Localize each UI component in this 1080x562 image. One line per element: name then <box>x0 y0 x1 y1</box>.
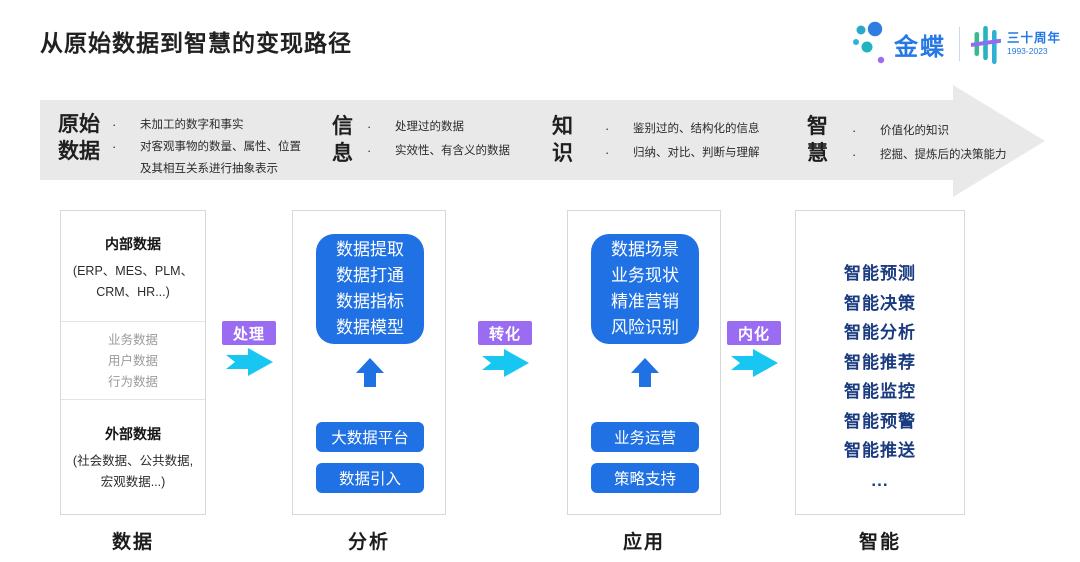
brand-name: 金蝶 <box>894 33 946 61</box>
stage-title-line: 信 <box>332 115 353 138</box>
bullet-dot: · <box>852 123 857 138</box>
stage-title-line: 智 <box>807 115 828 138</box>
transform-label: 转化 <box>478 321 532 345</box>
right-arrow-icon <box>731 349 778 377</box>
stage-bullets-information: · 处理过的数据 · 实效性、有含义的数据 <box>367 116 510 162</box>
bullet-item: · 未加工的数字和事实 <box>112 114 303 136</box>
card-line: 数据打通 <box>336 266 404 285</box>
dikw-band-arrowhead-icon <box>953 85 1045 197</box>
bullet-dot: · <box>852 147 857 162</box>
column-footer-intelligence: 智能 <box>858 532 901 553</box>
up-arrow-icon <box>631 358 659 387</box>
card-line: 数据模型 <box>336 318 404 337</box>
anniversary-label: 三十周年 <box>1007 31 1062 46</box>
bullet-item: · 对客观事物的数量、属性、位置及其相互关系进行抽象表示 <box>112 136 303 180</box>
column-footer-analysis: 分析 <box>347 532 390 553</box>
bullet-dot: · <box>605 145 610 160</box>
up-arrow-icon <box>356 358 384 387</box>
middle-data-section: 业务数据 用户数据 行为数据 <box>61 322 205 400</box>
anniversary-years: 1993-2023 <box>1007 45 1048 56</box>
right-arrow-icon <box>226 348 273 376</box>
column-footer-data: 数据 <box>111 532 154 553</box>
list-item-ellipsis: ... <box>871 470 889 490</box>
bullet-dot: · <box>367 119 372 134</box>
stage-title-line: 原始 <box>58 113 100 136</box>
card-line: 业务现状 <box>611 266 679 285</box>
stage-title-line: 识 <box>552 142 573 165</box>
kingdee-logo: 金蝶 三十周年 1993-2023 <box>850 18 1061 70</box>
thirty-anniversary-icon <box>971 26 1001 64</box>
stage-bullets-knowledge: · 鉴别过的、结构化的信息 · 归纳、对比、判断与理解 <box>605 118 760 164</box>
stage-title-knowledge: 知 识 <box>552 113 573 167</box>
page-title: 从原始数据到智慧的变现路径 <box>40 30 352 56</box>
anniversary-block: 三十周年 1993-2023 <box>1007 31 1061 56</box>
internal-data-section: 内部数据 (ERP、MES、PLM、 CRM、HR...) <box>61 211 205 322</box>
kingdee-dots-icon <box>853 21 885 64</box>
card-line: 数据场景 <box>611 240 679 259</box>
section-title: 内部数据 <box>105 236 161 252</box>
section-title: 外部数据 <box>105 426 161 442</box>
application-box: 数据场景 业务现状 精准营销 风险识别 业务运营 策略支持 <box>567 210 721 515</box>
bullet-item: · 实效性、有含义的数据 <box>367 140 510 162</box>
bullet-dot: · <box>367 143 372 158</box>
logo-divider <box>959 27 960 61</box>
intelligence-list: 智能预测 智能决策 智能分析 智能推荐 智能监控 智能预警 智能推送 ... <box>796 259 964 495</box>
stage-title-line: 息 <box>332 142 353 165</box>
strategy-support-tag: 策略支持 <box>591 463 699 493</box>
list-item: 智能分析 <box>844 323 916 342</box>
stage-title-line: 慧 <box>807 142 828 165</box>
card-line: 数据提取 <box>336 240 404 259</box>
card-line: 数据指标 <box>336 292 404 311</box>
stage-bullets-raw-data: · 未加工的数字和事实 · 对客观事物的数量、属性、位置及其相互关系进行抽象表示 <box>112 114 303 180</box>
card-line: 风险识别 <box>611 318 679 337</box>
business-operation-tag: 业务运营 <box>591 422 699 452</box>
stage-title-wisdom: 智 慧 <box>807 113 828 167</box>
analysis-card: 数据提取 数据打通 数据指标 数据模型 <box>316 234 424 344</box>
list-item: 智能推送 <box>844 441 916 460</box>
bullet-dot: · <box>112 139 117 154</box>
stage-bullets-wisdom: · 价值化的知识 · 挖掘、提炼后的决策能力 <box>852 120 1007 166</box>
bullet-dot: · <box>112 117 117 132</box>
dikw-band <box>40 100 953 180</box>
list-item: 智能推荐 <box>844 352 916 372</box>
list-item: 智能监控 <box>844 382 916 401</box>
bullet-item: · 挖掘、提炼后的决策能力 <box>852 144 1007 166</box>
stage-title-information: 信 息 <box>332 113 353 167</box>
stage-title-raw-data: 原始 数据 <box>58 111 100 165</box>
bullet-dot: · <box>605 121 610 136</box>
bullet-item: · 鉴别过的、结构化的信息 <box>605 118 760 140</box>
data-sources-box: 内部数据 (ERP、MES、PLM、 CRM、HR...) 业务数据 用户数据 … <box>60 210 206 515</box>
intelligence-box: 智能预测 智能决策 智能分析 智能推荐 智能监控 智能预警 智能推送 ... <box>795 210 965 515</box>
bullet-item: · 处理过的数据 <box>367 116 510 138</box>
list-item: 智能决策 <box>844 293 916 313</box>
data-import-tag: 数据引入 <box>316 463 424 493</box>
bullet-item: · 价值化的知识 <box>852 120 1007 142</box>
column-footer-application: 应用 <box>622 532 665 553</box>
list-item: 智能预警 <box>844 411 916 431</box>
right-arrow-icon <box>482 349 529 377</box>
analysis-box: 数据提取 数据打通 数据指标 数据模型 大数据平台 数据引入 <box>292 210 446 515</box>
list-item: 智能预测 <box>844 264 916 283</box>
process-label: 处理 <box>222 321 276 345</box>
big-data-platform-tag: 大数据平台 <box>316 422 424 452</box>
external-data-section: 外部数据 (社会数据、公共数据, 宏观数据...) <box>61 400 205 493</box>
card-line: 精准营销 <box>611 292 679 311</box>
stage-title-line: 知 <box>552 115 573 138</box>
application-card: 数据场景 业务现状 精准营销 风险识别 <box>591 234 699 344</box>
internalize-label: 内化 <box>727 321 781 345</box>
stage-title-line: 数据 <box>58 140 100 163</box>
bullet-item: · 归纳、对比、判断与理解 <box>605 142 760 164</box>
